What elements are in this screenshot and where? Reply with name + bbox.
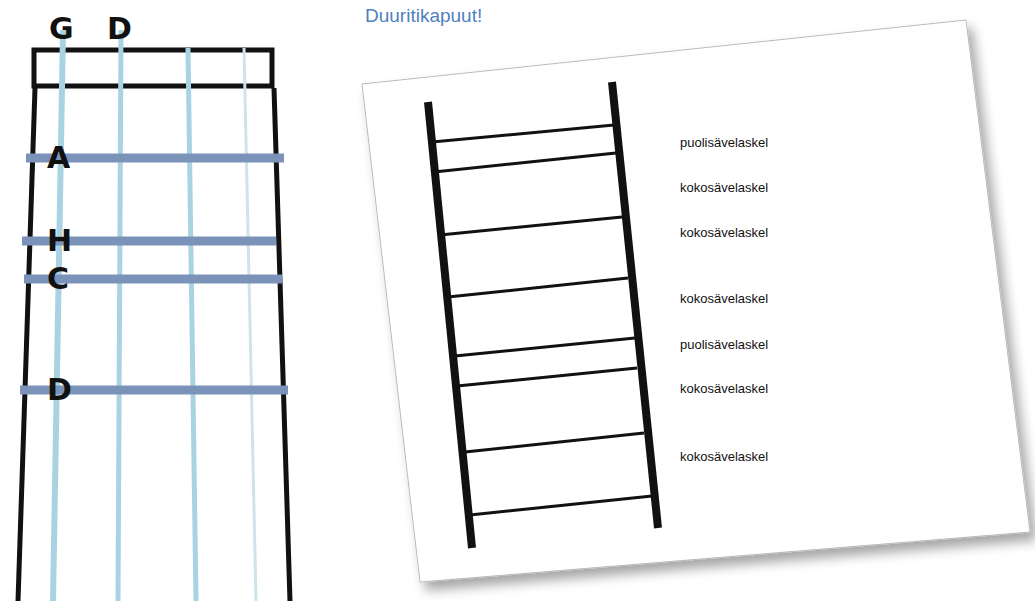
step-label: kokosävelaskel <box>680 381 768 397</box>
note-name: D <box>47 375 72 405</box>
note-name: A <box>47 143 70 173</box>
string-name: G <box>49 14 74 44</box>
step-label: kokosävelaskel <box>680 180 768 196</box>
step-label: kokosävelaskel <box>680 225 768 241</box>
ladder-sheet <box>362 20 1030 582</box>
step-label: puolisävelaskel <box>680 337 768 353</box>
string-name: D <box>107 14 132 44</box>
step-label: kokosävelaskel <box>680 291 768 307</box>
step-label: kokosävelaskel <box>680 449 768 465</box>
step-label: puolisävelaskel <box>680 135 768 151</box>
note-name: C <box>47 264 69 294</box>
fingerboard <box>18 30 290 601</box>
note-name: H <box>47 226 72 256</box>
diagram-title: Duuritikapuut! <box>365 5 482 28</box>
